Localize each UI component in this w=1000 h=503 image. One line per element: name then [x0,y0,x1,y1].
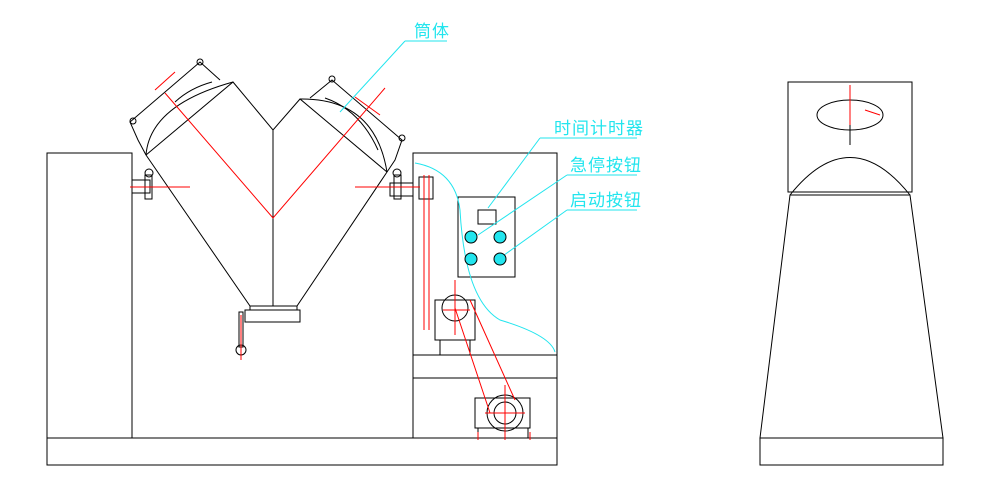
left-support-column [46,152,133,439]
panel-button [493,230,507,244]
annotation-leaders [339,40,637,353]
label-emergency-stop: 急停按钮 [570,156,642,176]
timer-display [477,209,497,225]
centerlines [130,71,881,440]
label-start-button: 启动按钮 [570,191,642,211]
label-drum: 筒体 [414,22,450,42]
panel-button [464,252,478,266]
motor [474,394,531,439]
label-timer: 时间计时器 [554,119,644,139]
start-button [493,252,507,266]
section-break-curve [414,162,556,353]
base-plate [46,437,558,466]
emergency-stop-button [464,230,478,244]
v-drum [129,58,434,356]
control-panel [457,196,516,278]
side-view [759,81,944,466]
